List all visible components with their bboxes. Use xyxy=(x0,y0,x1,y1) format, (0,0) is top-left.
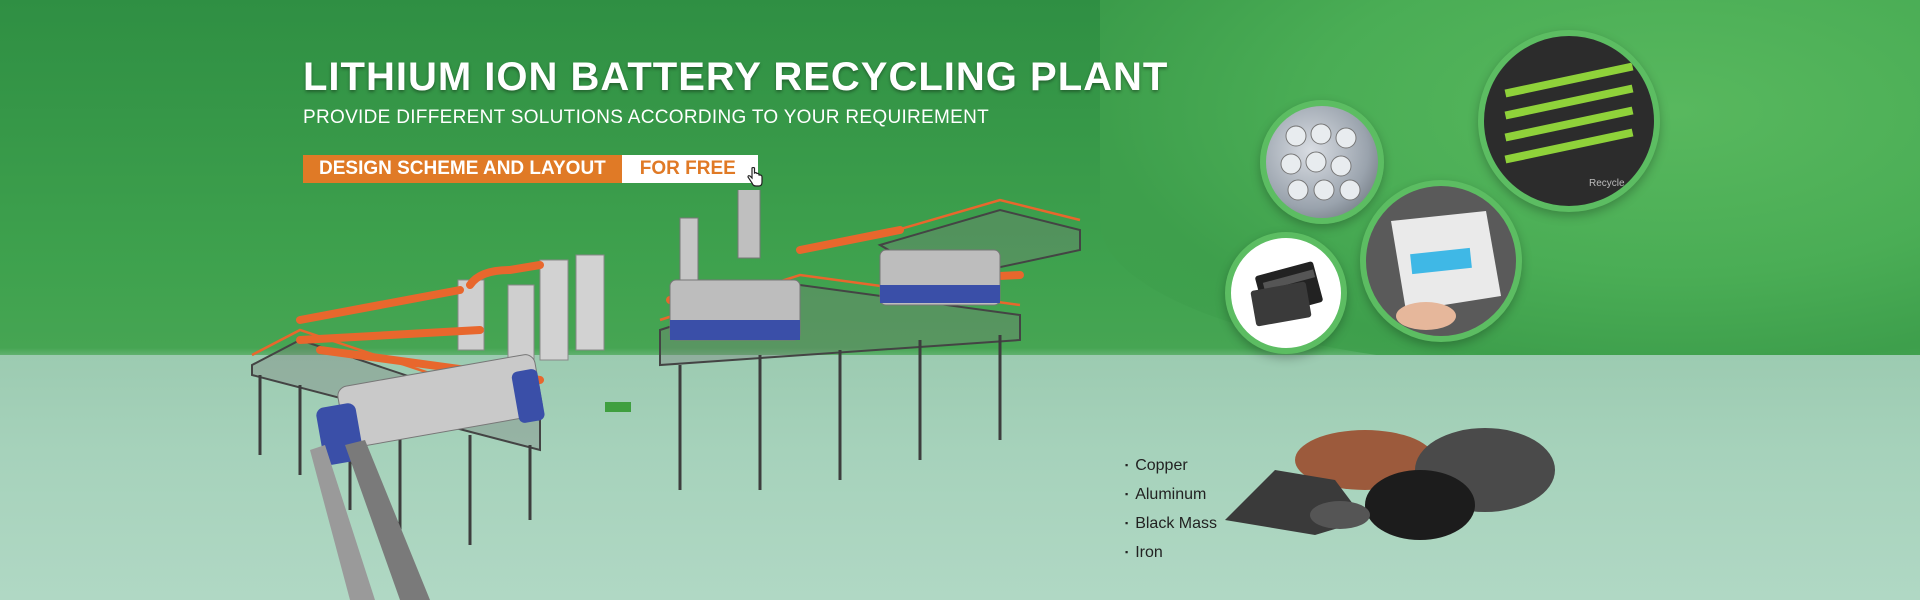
free-design-cta[interactable]: DESIGN SCHEME AND LAYOUT FOR FREE xyxy=(303,155,763,187)
list-item: Iron xyxy=(1125,542,1217,571)
cta-free-label: FOR FREE xyxy=(639,158,736,179)
page-subtitle: PROVIDE DIFFERENT SOLUTIONS ACCORDING TO… xyxy=(303,107,990,128)
page-title: LITHIUM ION BATTERY RECYCLING PLANT xyxy=(303,55,1169,99)
cta-free-button[interactable]: FOR FREE xyxy=(621,155,763,187)
battery-modules-photo: Recycle xyxy=(1478,30,1660,212)
material-piles-illustration xyxy=(1225,428,1555,540)
cylindrical-cells-photo xyxy=(1260,100,1384,224)
list-item: Copper xyxy=(1125,455,1217,484)
phone-battery-photo xyxy=(1225,232,1347,354)
pouch-cell-photo xyxy=(1360,180,1522,342)
list-item: Aluminum xyxy=(1125,484,1217,513)
recycling-plant-illustration xyxy=(251,190,1081,600)
list-item: Black Mass xyxy=(1125,513,1217,542)
cta-design-label[interactable]: DESIGN SCHEME AND LAYOUT xyxy=(303,155,622,183)
recovered-materials-list: Copper Aluminum Black Mass Iron xyxy=(1125,455,1217,571)
photo-watermark: Recycle xyxy=(1589,178,1625,189)
hand-pointer-icon xyxy=(747,167,763,187)
